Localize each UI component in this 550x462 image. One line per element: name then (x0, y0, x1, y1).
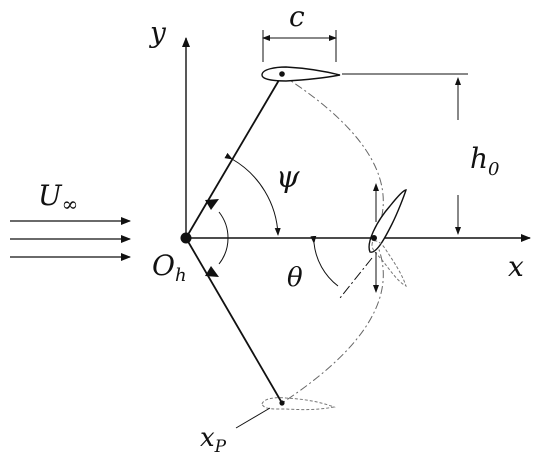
origin-point (180, 232, 192, 244)
y-axis-label: y (148, 16, 167, 49)
psi-angle-arc (224, 152, 281, 236)
chord-label: c (289, 0, 305, 33)
pivot-arc-path (281, 74, 384, 404)
theta-reference-line (339, 257, 373, 299)
middle-airfoil (368, 189, 407, 253)
upper-arm-arrow-icon (205, 199, 219, 210)
upper-arm-line (185, 74, 283, 239)
top-pivot-point (279, 71, 285, 77)
theta-label: θ (287, 263, 303, 293)
bottom-airfoil (261, 397, 336, 411)
bottom-pivot-point (279, 400, 285, 406)
origin-angle-arc (218, 211, 229, 265)
pivot-label: xP (200, 423, 227, 457)
freestream-label: U∞ (38, 179, 78, 216)
theta-angle-arc (310, 235, 339, 287)
middle-ghost-airfoil (371, 240, 407, 287)
lower-arm-arrow-icon (205, 266, 219, 277)
pivot-leader-line (235, 407, 271, 429)
h0-dimension (342, 73, 468, 235)
h0-label: h0 (470, 142, 500, 180)
lower-arm-line (185, 237, 283, 404)
middle-pivot-point (371, 235, 377, 241)
psi-label: ψ (276, 160, 300, 195)
top-airfoil (261, 66, 341, 82)
origin-label: Oh (152, 249, 187, 286)
freestream-arrows (10, 217, 131, 261)
chord-dimension (262, 30, 337, 62)
x-axis-label: x (508, 250, 524, 283)
